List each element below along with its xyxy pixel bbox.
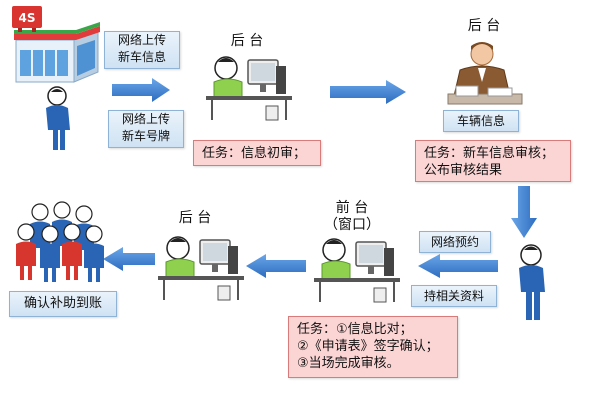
arrow-store-to-backoffice bbox=[112, 78, 170, 102]
arrow-frontdesk-to-backoffice bbox=[246, 254, 306, 278]
arrow-applicant-to-frontdesk bbox=[418, 254, 498, 278]
front-desk-worker-icon bbox=[314, 238, 400, 303]
backoffice-2-label: 后 台 bbox=[467, 18, 501, 34]
arrow-backoffice-to-review bbox=[330, 80, 406, 104]
car-dealer-store-icon: 4S bbox=[12, 6, 100, 83]
backoffice-1-worker-icon bbox=[206, 56, 292, 121]
vehicle-info-box: 车辆信息 bbox=[443, 110, 519, 132]
confirm-subsidy-box: 确认补助到账 bbox=[9, 291, 117, 317]
store-badge-label: 4S bbox=[19, 11, 36, 25]
online-booking-box: 网络预约 bbox=[419, 231, 491, 253]
backoffice-1-label: 后 台 bbox=[230, 33, 264, 49]
backoffice-3-label: 后 台 bbox=[178, 210, 212, 226]
bring-documents-box: 持相关资料 bbox=[411, 285, 497, 307]
reviewer-officer-icon bbox=[447, 42, 523, 105]
applicant-person-icon bbox=[519, 244, 545, 320]
upload-new-plate-box: 网络上传 新车号牌 bbox=[108, 110, 184, 148]
arrow-backoffice-to-citizens bbox=[103, 247, 155, 271]
task-front-desk-box: 任务：①信息比对； ②《申请表》签字确认； ③当场完成审核。 bbox=[288, 316, 458, 378]
task-initial-review-box: 任务：信息初审； bbox=[193, 140, 321, 166]
front-desk-label: 前 台 （窗口） bbox=[324, 200, 380, 233]
upload-new-car-info-box: 网络上传 新车信息 bbox=[104, 31, 180, 69]
dealer-person-icon bbox=[46, 86, 70, 150]
task-new-car-review-box: 任务：新车信息审核； 公布审核结果 bbox=[415, 140, 571, 182]
arrow-review-down bbox=[511, 186, 537, 238]
backoffice-3-worker-icon bbox=[158, 236, 244, 301]
citizens-group-icon bbox=[16, 201, 104, 282]
